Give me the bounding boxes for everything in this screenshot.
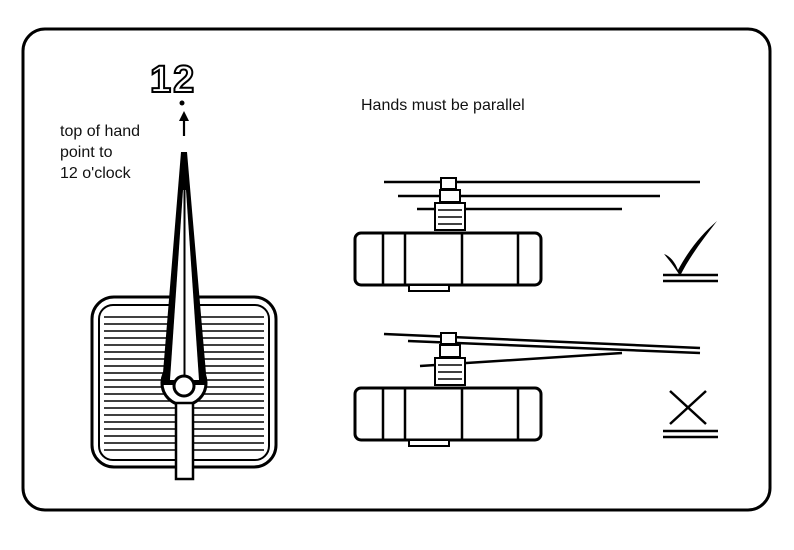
check-icon (663, 221, 718, 283)
instruction-label: top of hand point to 12 o'clock (60, 123, 141, 182)
movement-side-view-wrong (353, 332, 701, 447)
cross-icon (663, 390, 718, 439)
movement-side-view-correct (353, 177, 700, 292)
second-hand-tail (174, 401, 195, 481)
card-border (21, 27, 772, 512)
hand-hub (172, 374, 196, 398)
clock-hands (162, 152, 207, 481)
hour-marker-12: 12 (149, 59, 197, 101)
dot-marker (179, 100, 185, 106)
up-arrow-icon (179, 111, 189, 136)
parallel-title: Hands must be parallel (361, 97, 525, 114)
